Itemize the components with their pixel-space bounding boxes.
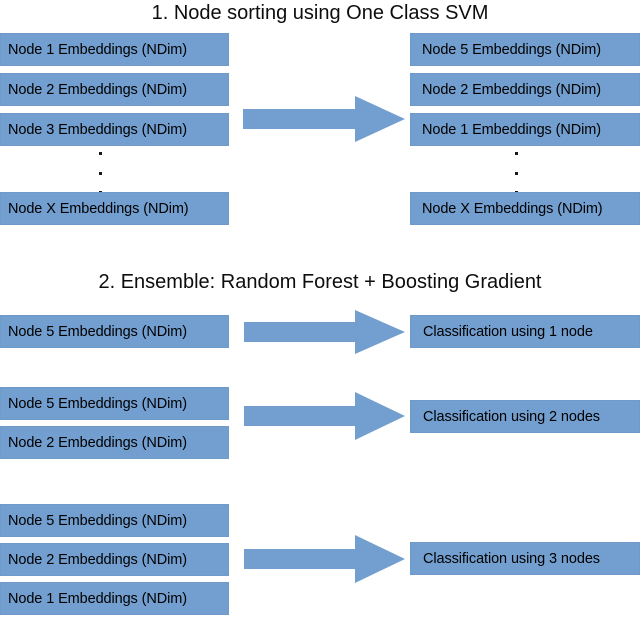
node-box-left-x: Node X Embeddings (NDim): [0, 192, 229, 225]
right-arrow-icon-sort: [243, 96, 405, 142]
ensemble-g3-input-3: Node 1 Embeddings (NDim): [0, 582, 229, 615]
ensemble-g3-input-2: Node 2 Embeddings (NDim): [0, 543, 229, 576]
vertical-ellipsis-icon-right: [509, 152, 523, 194]
section-1-title: 1. Node sorting using One Class SVM: [151, 2, 489, 24]
node-box-left-3: Node 3 Embeddings (NDim): [0, 113, 229, 146]
vertical-ellipsis-icon-left: [93, 152, 107, 194]
right-arrow-icon-ensemble-3: [244, 535, 405, 583]
section-2-title: 2. Ensemble: Random Forest + Boosting Gr…: [98, 271, 542, 293]
ensemble-g2-input-2: Node 2 Embeddings (NDim): [0, 426, 229, 459]
node-box-right-2: Node 2 Embeddings (NDim): [410, 73, 640, 106]
right-arrow-icon-ensemble-2: [244, 392, 405, 440]
ensemble-g1-output: Classification using 1 node: [410, 315, 640, 348]
ensemble-g2-output: Classification using 2 nodes: [410, 400, 640, 433]
ensemble-g3-output: Classification using 3 nodes: [410, 542, 640, 575]
ensemble-g3-input-1: Node 5 Embeddings (NDim): [0, 504, 229, 537]
node-box-right-x: Node X Embeddings (NDim): [410, 192, 640, 225]
ensemble-g1-input-1: Node 5 Embeddings (NDim): [0, 315, 229, 348]
node-box-right-1: Node 5 Embeddings (NDim): [410, 33, 640, 66]
node-box-left-1: Node 1 Embeddings (NDim): [0, 33, 229, 66]
node-box-right-3: Node 1 Embeddings (NDim): [410, 113, 640, 146]
node-box-left-2: Node 2 Embeddings (NDim): [0, 73, 229, 106]
ensemble-g2-input-1: Node 5 Embeddings (NDim): [0, 387, 229, 420]
right-arrow-icon-ensemble-1: [244, 310, 405, 354]
